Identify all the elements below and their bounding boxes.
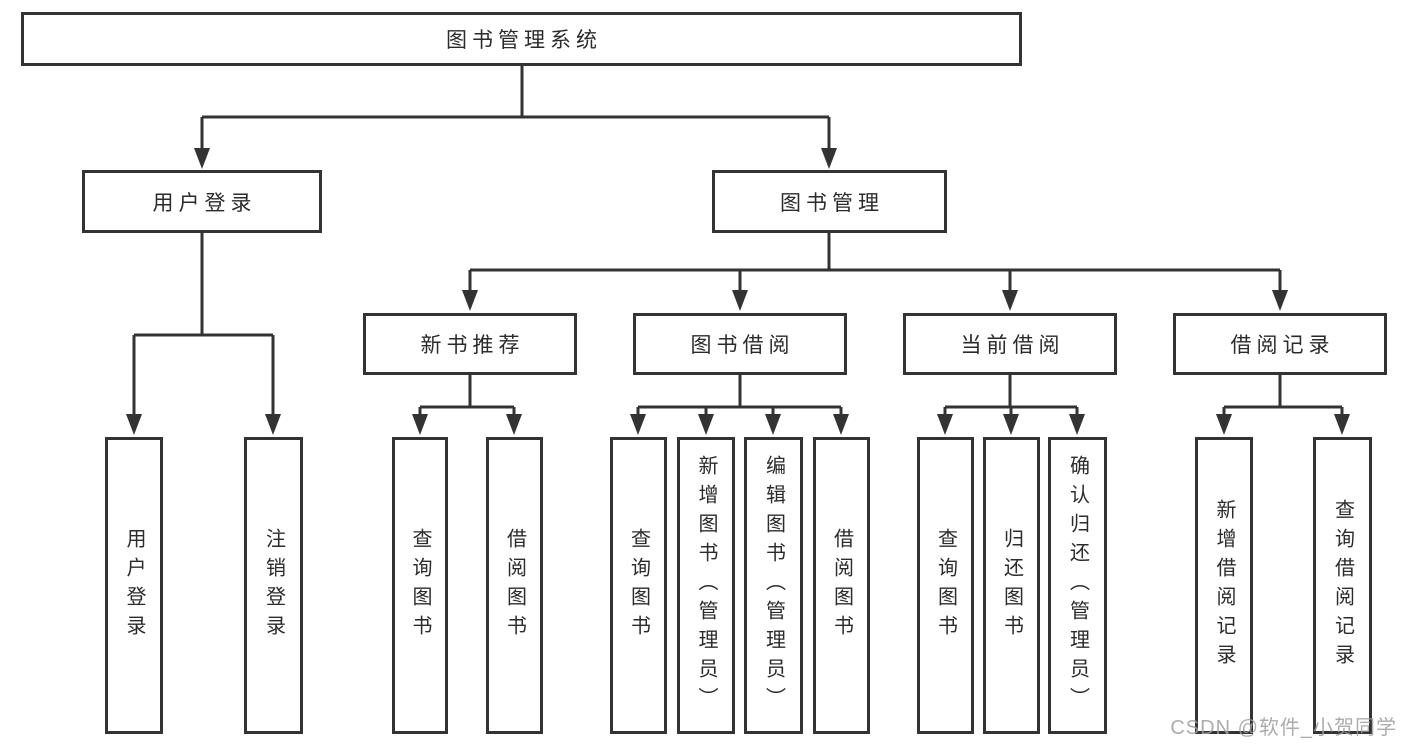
arrow-icon — [821, 148, 837, 169]
node-new-book-recommend: 新书推荐 — [363, 313, 577, 375]
leaf-logout: 注销登录 — [244, 437, 303, 734]
leaf-borrow-books: 借阅图书 — [813, 437, 870, 734]
leaf-query-books-borrow: 查询图书 — [610, 437, 667, 734]
leaf-query-borrow-record: 查询借阅记录 — [1313, 437, 1372, 734]
arrow-icon — [412, 414, 428, 435]
leaf-borrow-books-recommend: 借阅图书 — [486, 437, 543, 734]
node-book-borrow: 图书借阅 — [633, 313, 847, 375]
csdn-watermark: CSDN @软件_小贺同学 — [1170, 717, 1397, 739]
arrow-icon — [765, 414, 781, 435]
arrow-icon — [194, 148, 210, 169]
node-user-login: 用户登录 — [82, 170, 322, 233]
arrow-icon — [833, 414, 849, 435]
arrow-icon — [698, 414, 714, 435]
arrow-icon — [506, 414, 522, 435]
node-current-borrow: 当前借阅 — [903, 313, 1117, 375]
arrowhead-group — [126, 148, 1350, 435]
node-root-system: 图书管理系统 — [21, 12, 1022, 66]
arrow-icon — [1002, 290, 1018, 311]
arrow-icon — [1003, 414, 1019, 435]
leaf-query-books-recommend: 查询图书 — [392, 437, 448, 734]
arrow-icon — [265, 414, 281, 435]
leaf-confirm-return-admin: 确认归还（管理员） — [1048, 437, 1107, 734]
leaf-edit-books-admin: 编辑图书（管理员） — [744, 437, 803, 734]
arrow-icon — [1272, 290, 1288, 311]
arrow-icon — [1334, 414, 1350, 435]
arrow-icon — [630, 414, 646, 435]
leaf-add-books-admin: 新增图书（管理员） — [677, 437, 735, 734]
node-book-management: 图书管理 — [712, 170, 947, 233]
leaf-user-login: 用户登录 — [105, 437, 163, 734]
arrow-icon — [1069, 414, 1085, 435]
node-borrow-records: 借阅记录 — [1173, 313, 1387, 375]
leaf-add-borrow-record: 新增借阅记录 — [1195, 437, 1253, 734]
leaf-query-books-current: 查询图书 — [917, 437, 974, 734]
arrow-icon — [126, 414, 142, 435]
leaf-return-books: 归还图书 — [983, 437, 1040, 734]
arrow-icon — [462, 290, 478, 311]
arrow-icon — [732, 290, 748, 311]
arrow-icon — [1216, 414, 1232, 435]
arrow-icon — [937, 414, 953, 435]
